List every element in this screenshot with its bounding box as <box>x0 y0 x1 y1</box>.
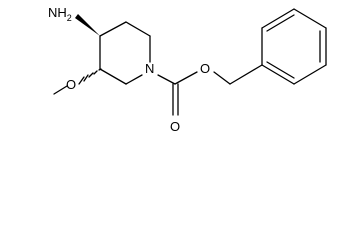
bond-ester-o-ch2 <box>213 71 231 85</box>
ester-oxygen-label: O <box>200 61 210 76</box>
bond-ch2-phenyl <box>229 64 263 85</box>
bond-c2-c3 <box>99 68 127 85</box>
bond-n1-carbonyl <box>157 74 176 85</box>
methoxy-hash-bond <box>78 68 102 85</box>
ring-nitrogen-label: N <box>145 61 154 76</box>
amine-wedge-bond <box>75 14 100 36</box>
phenyl-ring <box>261 8 327 85</box>
bond-carbonyl-ester-o <box>174 71 198 85</box>
bond-n1-c2 <box>125 74 143 85</box>
amine-label: NH2 <box>48 5 72 23</box>
methoxy-oxygen-label: O <box>66 77 76 92</box>
bond-o-methyl <box>53 85 68 95</box>
structure-svg: NH2 N O O O <box>48 5 327 134</box>
carbonyl-oxygen-label: O <box>170 119 180 134</box>
molecule-diagram: NH2 N O O O <box>48 5 327 134</box>
bond-c4-c5 <box>99 21 127 37</box>
bond-c5-c6 <box>125 21 151 37</box>
